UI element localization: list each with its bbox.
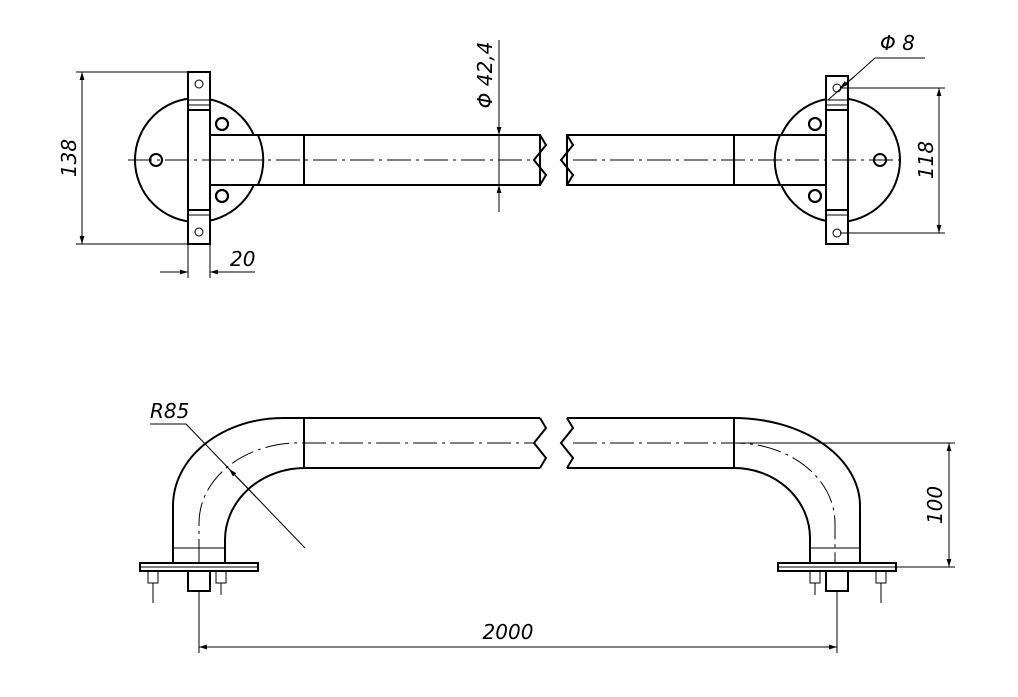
rail-inner [224,467,540,563]
dim-138: 138 [57,139,81,177]
dim-118: 118 [914,141,938,179]
dim-20: 20 [230,247,255,271]
rail-outer [172,417,540,563]
dim-tube-diameter: Φ 42,4 [473,42,497,109]
dim-hole-diameter: Φ 8 [880,31,915,55]
strap-hole [194,227,204,237]
tube-top [209,134,827,186]
top-view: 138 20 Φ 42,4 Φ 8 118 [57,31,945,278]
dim-bend-radius: R85 [150,399,189,423]
front-view: R85 100 2000 [139,399,955,653]
dim-100: 100 [923,486,947,524]
dim-2000: 2000 [483,620,534,644]
strap-hole [194,79,204,89]
